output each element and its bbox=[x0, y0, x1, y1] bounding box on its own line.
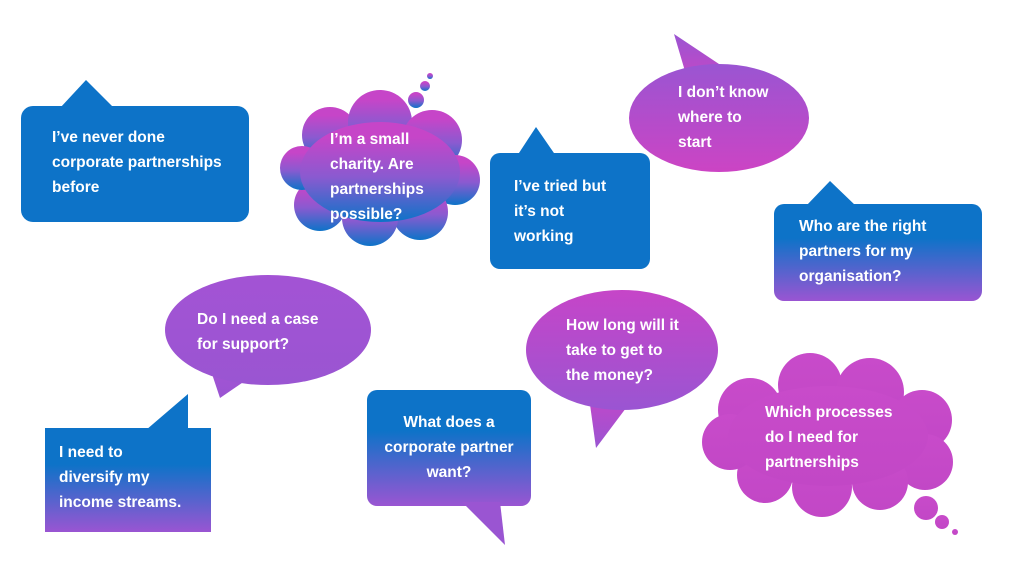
text-line: it’s not bbox=[514, 203, 565, 220]
text-line: corporate partnerships bbox=[52, 154, 222, 171]
bubble-text-never-done: I’ve never done corporate partnerships b… bbox=[52, 125, 252, 200]
bubble-text-processes: Which processes do I need for partnershi… bbox=[765, 400, 915, 475]
bubble-tried bbox=[490, 127, 650, 269]
text-line: Do I need a case bbox=[197, 311, 319, 328]
bubble-diversify bbox=[45, 394, 211, 532]
text-line: charity. Are bbox=[330, 156, 414, 173]
text-line: What does a bbox=[403, 414, 495, 431]
text-line: I need to bbox=[59, 444, 123, 461]
text-line: do I need for bbox=[765, 429, 858, 446]
bubble-case-for-support bbox=[165, 275, 371, 398]
text-line: start bbox=[678, 134, 712, 151]
bubble-text-dont-know: I don’t know where to start bbox=[678, 80, 808, 155]
bubble-right-partners bbox=[774, 181, 982, 301]
text-line: Which processes bbox=[765, 404, 893, 421]
bubble-text-tried: I’ve tried but it’s not working bbox=[514, 174, 644, 249]
text-line: take to get to bbox=[566, 342, 663, 359]
text-line: I’ve tried but bbox=[514, 178, 607, 195]
bubble-corporate-partner bbox=[367, 390, 531, 545]
bubble-text-right-partners: Who are the right partners for my organi… bbox=[799, 214, 979, 289]
text-line: How long will it bbox=[566, 317, 679, 334]
text-line: Who are the right bbox=[799, 218, 927, 235]
text-line: income streams. bbox=[59, 494, 182, 511]
bubble-how-long bbox=[526, 290, 718, 448]
text-line: corporate partner bbox=[384, 439, 514, 456]
bubble-text-how-long: How long will it take to get to the mone… bbox=[566, 313, 706, 388]
bubble-text-small-charity: I’m a small charity. Are partnerships po… bbox=[330, 127, 460, 227]
text-line: want? bbox=[426, 464, 472, 481]
text-line: where to bbox=[678, 109, 742, 126]
text-line: diversify my bbox=[59, 469, 150, 486]
bubble-text-case-for-support: Do I need a case for support? bbox=[197, 307, 357, 357]
text-line: partners for my bbox=[799, 243, 913, 260]
bubble-processes bbox=[702, 353, 958, 535]
text-line: I’ve never done bbox=[52, 129, 165, 146]
text-line: the money? bbox=[566, 367, 653, 384]
text-line: working bbox=[514, 228, 574, 245]
text-line: possible? bbox=[330, 206, 403, 223]
bubble-small-charity bbox=[280, 73, 480, 246]
bubble-dont-know bbox=[629, 34, 809, 172]
text-line: I don’t know bbox=[678, 84, 769, 101]
text-line: for support? bbox=[197, 336, 290, 353]
text-line: before bbox=[52, 179, 100, 196]
bubble-text-corporate-partner: What does a corporate partner want? bbox=[367, 410, 531, 485]
bubble-never-done bbox=[21, 80, 249, 222]
text-line: organisation? bbox=[799, 268, 902, 285]
text-line: I’m a small bbox=[330, 131, 410, 148]
bubble-text-diversify: I need to diversify my income streams. bbox=[59, 440, 209, 515]
text-line: partnerships bbox=[330, 181, 424, 198]
text-line: partnerships bbox=[765, 454, 859, 471]
